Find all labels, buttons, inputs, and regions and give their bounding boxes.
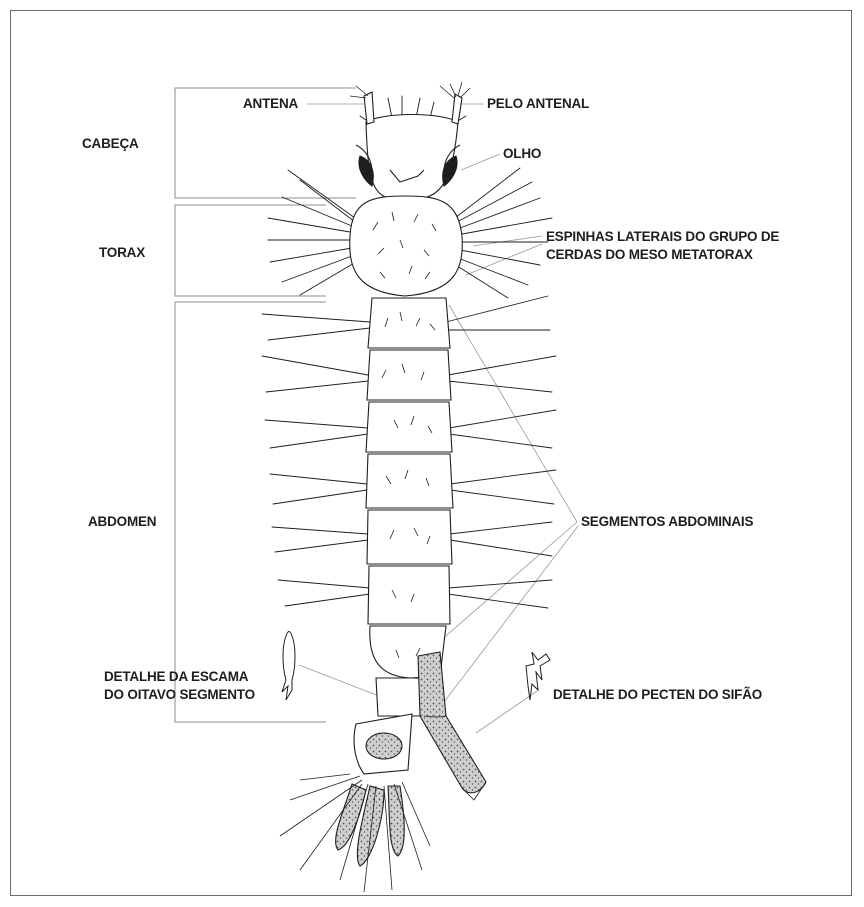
label-pelo-antenal: PELO ANTENAL xyxy=(487,95,589,112)
bracket-abdomen xyxy=(175,302,326,722)
segment-2 xyxy=(367,350,451,400)
label-torax: TORAX xyxy=(99,244,145,261)
siphon xyxy=(418,652,486,793)
leader-seg-1 xyxy=(449,305,577,522)
segment-1 xyxy=(368,298,450,348)
label-cabeca: CABEÇA xyxy=(82,135,139,152)
label-escama-line1: DETALHE DA ESCAMA xyxy=(104,668,248,685)
label-abdomen: ABDOMEN xyxy=(88,513,156,530)
label-espinhas-line1: ESPINHAS LATERAIS DO GRUPO DE xyxy=(546,228,779,245)
larva-head xyxy=(350,82,470,200)
label-escama-line2: DO OITAVO SEGMENTO xyxy=(104,686,255,703)
label-olho: OLHO xyxy=(503,145,541,162)
segment-6 xyxy=(368,566,450,624)
pecten-detail xyxy=(526,652,550,700)
larva-thorax xyxy=(350,196,463,296)
label-segmentos: SEGMENTOS ABDOMINAIS xyxy=(581,513,753,530)
segment-3 xyxy=(366,402,452,452)
leader-pecten xyxy=(476,691,537,733)
segment-5 xyxy=(367,510,452,564)
bracket-torax xyxy=(175,205,326,296)
leader-espinhas-2 xyxy=(466,244,542,275)
leader-seg-3 xyxy=(444,526,578,702)
scale-detail xyxy=(282,632,295,701)
label-espinhas-line2: CERDAS DO MESO METATORAX xyxy=(546,246,753,263)
label-pecten: DETALHE DO PECTEN DO SIFÃO xyxy=(553,686,762,703)
saddle-plate xyxy=(366,733,402,759)
region-brackets xyxy=(175,88,356,722)
anal-papilla-3 xyxy=(388,786,404,856)
segment-4 xyxy=(366,454,453,508)
label-antena: ANTENA xyxy=(243,95,298,112)
leader-espinhas-1 xyxy=(473,236,542,246)
leader-olho xyxy=(461,154,500,170)
